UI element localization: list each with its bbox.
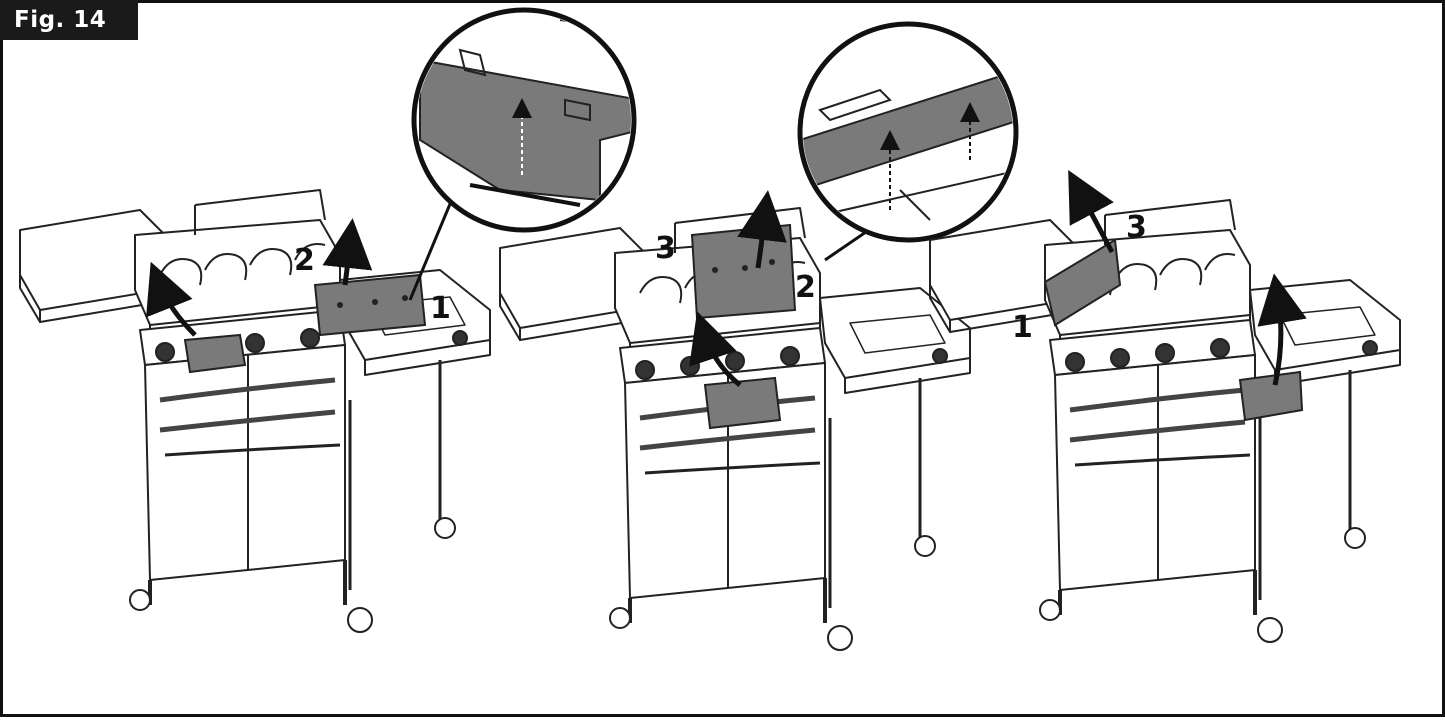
arrow-middle-small (689, 311, 742, 387)
step-label-right-a: 3 (1126, 210, 1147, 245)
step-label-left-a: 2 (294, 243, 315, 278)
zoom-callout-2 (797, 21, 1019, 243)
zoom-callout-1 (411, 7, 637, 233)
arrow-middle-up (737, 190, 787, 269)
arrow-right-up (1068, 169, 1115, 254)
step-label-right-b: 1 (1012, 310, 1033, 345)
deflector-right (1238, 370, 1304, 422)
heat-shield-right-open (1043, 238, 1122, 327)
arrow-left-up (322, 218, 373, 286)
step-label-middle-b: 2 (795, 270, 816, 305)
panel-right-grill (930, 200, 1400, 642)
step-label-middle-a: 3 (655, 231, 676, 266)
panel-left-grill (20, 190, 490, 632)
arrow-right-small (1257, 273, 1307, 386)
heat-shield-left (313, 273, 427, 337)
arrow-left-small (146, 261, 197, 337)
figure-label: Fig. 14 (0, 0, 138, 40)
heat-shield-middle (690, 223, 797, 320)
step-label-left-b: 1 (430, 291, 451, 326)
deflector-middle (703, 376, 782, 430)
deflector-left (183, 333, 247, 374)
